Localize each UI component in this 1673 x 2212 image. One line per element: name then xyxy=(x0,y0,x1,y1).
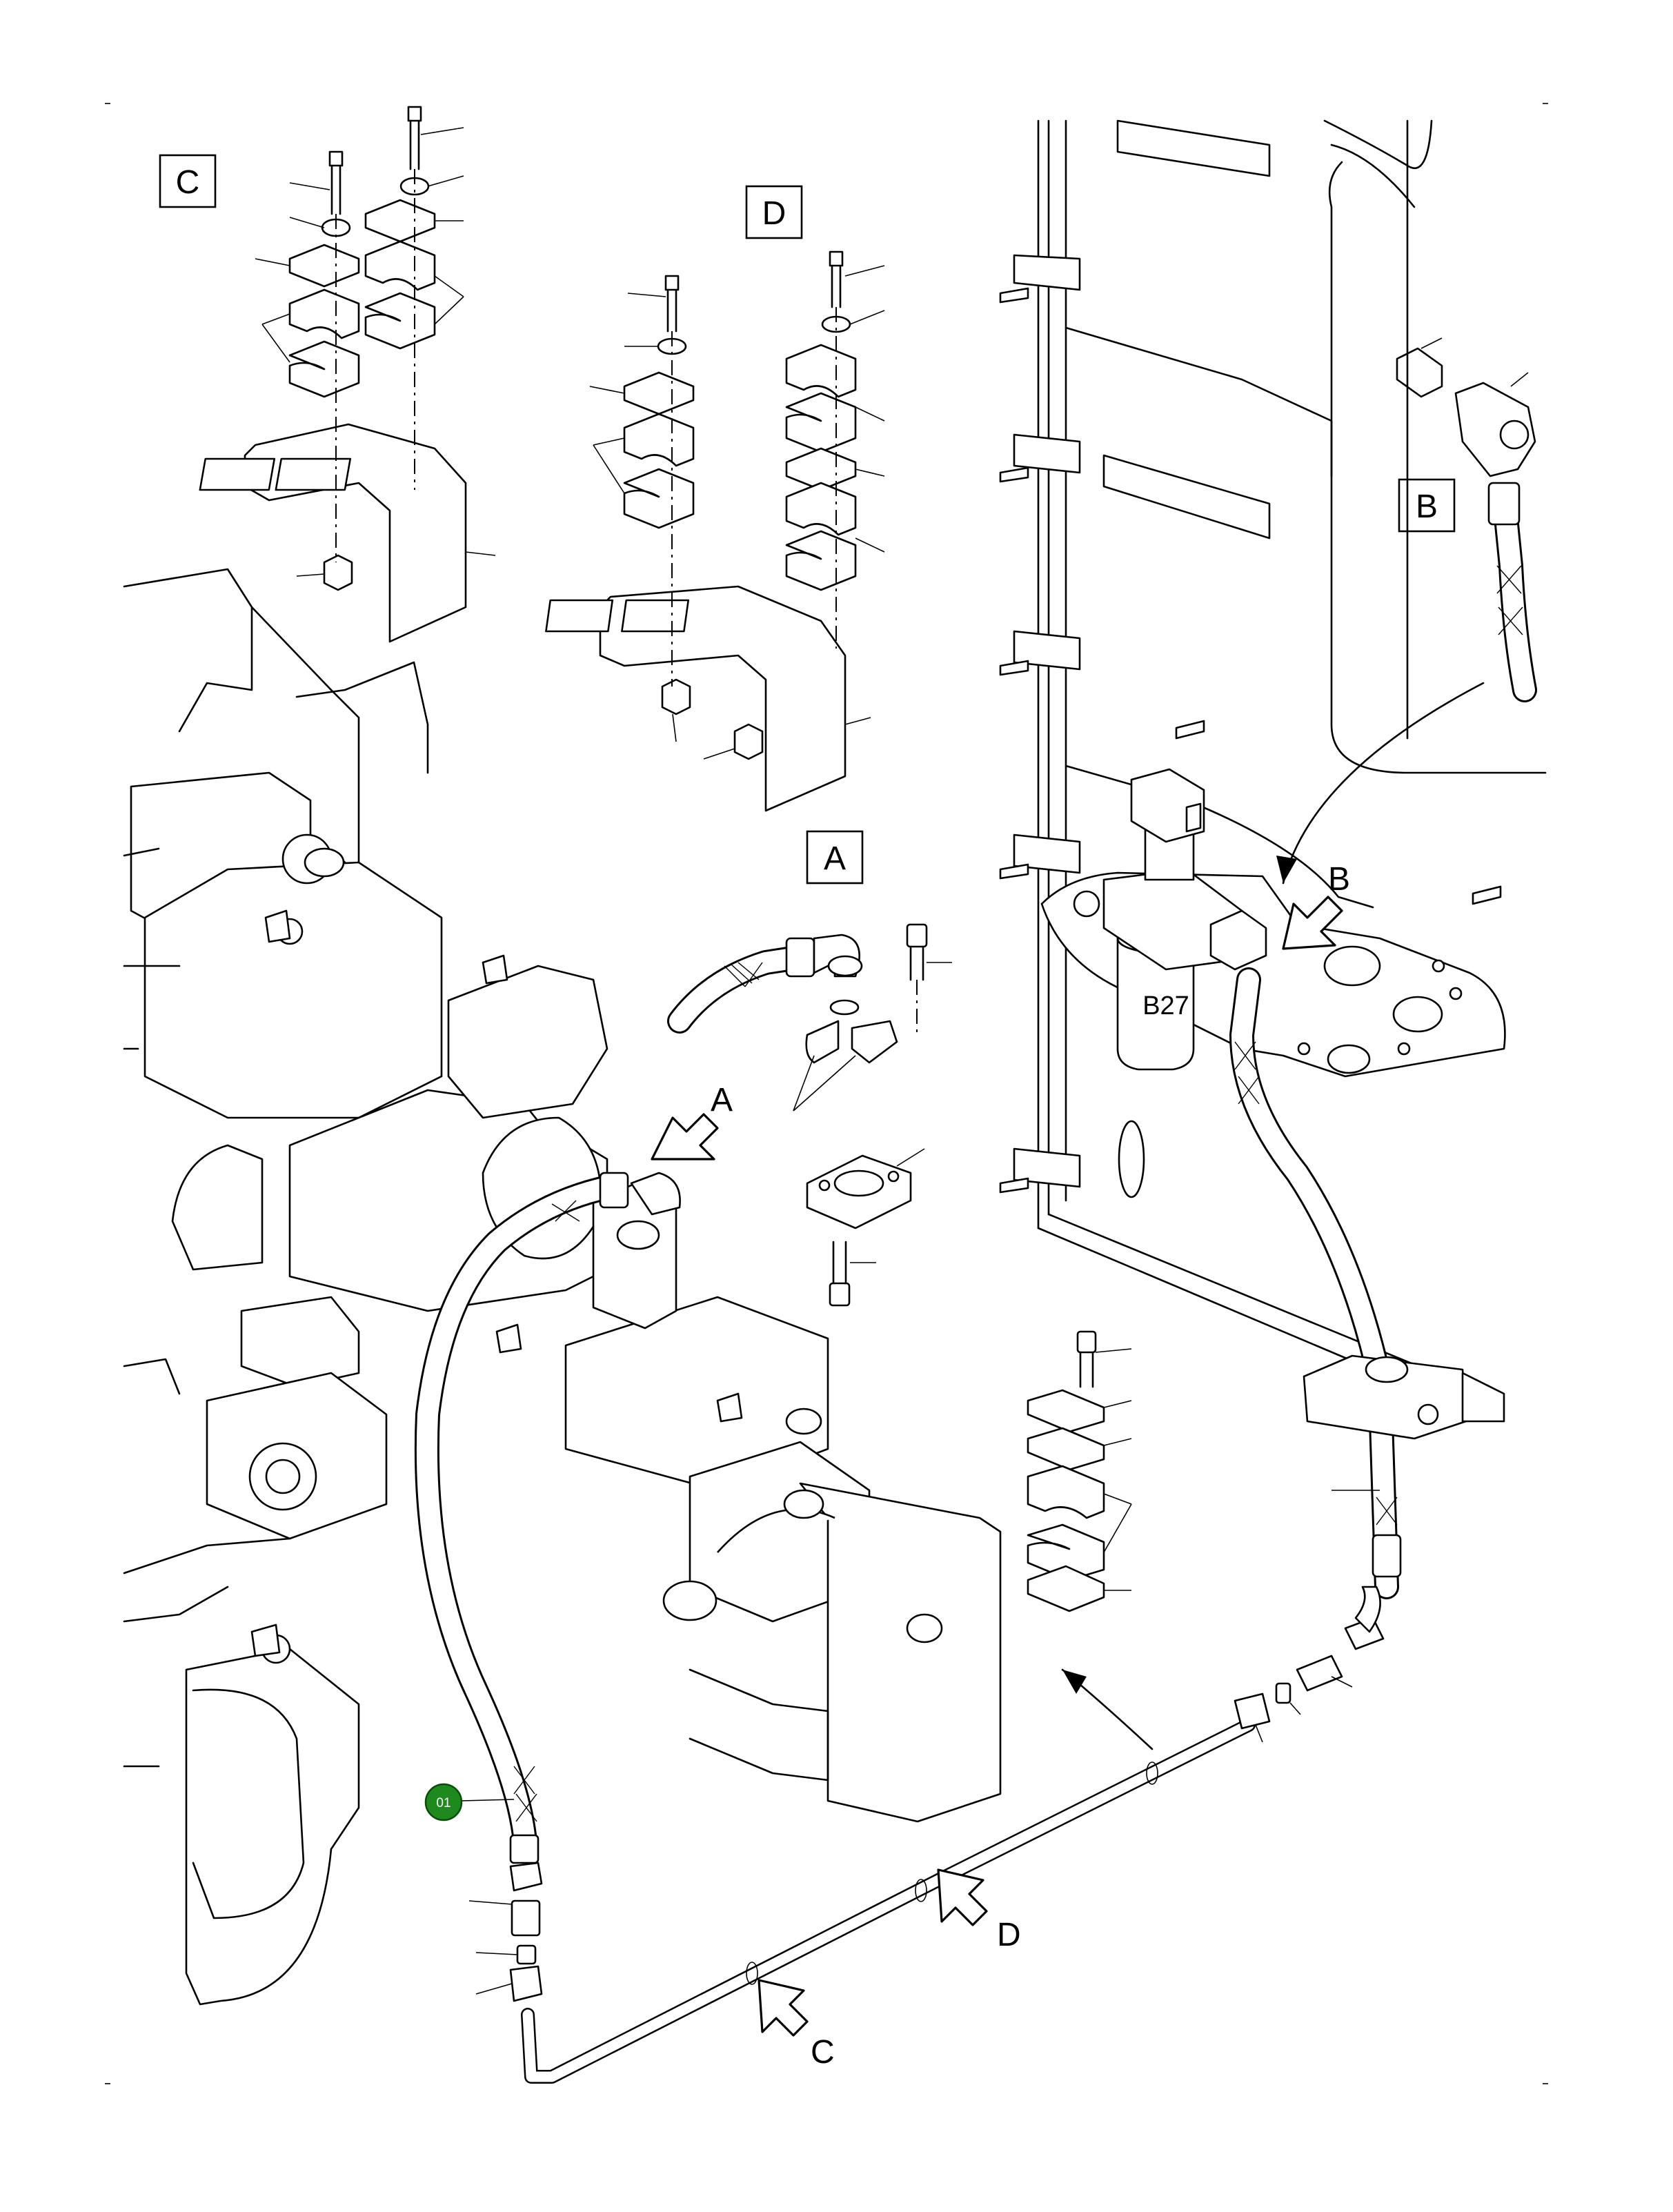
stud xyxy=(999,287,1502,1194)
detail-c-clamp-assembly xyxy=(199,106,496,643)
detail-a-label: A xyxy=(824,840,846,877)
position-bubble-01-label[interactable]: 01 xyxy=(436,1796,451,1810)
view-arrow-b xyxy=(1282,896,1343,950)
pressure-hose-01 xyxy=(414,1172,629,1864)
view-arrow-b-label: B xyxy=(1328,861,1350,898)
view-arrow-a xyxy=(651,1113,719,1161)
frame-hose-clamp xyxy=(1303,1354,1505,1440)
corner-marks xyxy=(105,103,1548,2084)
return-hose-b27 xyxy=(1229,967,1402,1633)
pump-flange-connection xyxy=(592,1172,681,1330)
detail-d-label-box xyxy=(745,185,803,239)
vehicle-frame xyxy=(999,119,1547,1374)
position-bubble-01[interactable] xyxy=(424,1783,463,1821)
detail-b-label: B xyxy=(1416,488,1438,525)
view-arrow-d xyxy=(937,1868,988,1926)
pipe-end-fittings xyxy=(1234,1617,1385,1743)
detail-a-label-box xyxy=(806,830,864,885)
position-bubble-leader xyxy=(461,1799,515,1801)
view-direction-leaders xyxy=(1061,682,1485,1750)
detail-c-label: C xyxy=(176,164,200,201)
detail-d-clamp-assembly xyxy=(545,250,885,812)
detail-b-label-box xyxy=(1398,478,1456,533)
steel-pipe xyxy=(521,1718,1256,2084)
hydraulic-pump-assembly xyxy=(123,568,1002,2006)
view-arrow-c-label: C xyxy=(811,2034,835,2071)
view-arrow-a-label: A xyxy=(711,1082,733,1118)
bolt xyxy=(328,106,422,215)
detail-c-label-box xyxy=(159,154,217,208)
lower-hose-fittings xyxy=(468,1862,543,2002)
detail-d-label: D xyxy=(762,195,786,232)
clamp-stack-detail xyxy=(1027,1330,1132,1612)
filter-b27-label: B27 xyxy=(1142,991,1189,1020)
view-arrow-c xyxy=(758,1979,809,2037)
view-arrow-d-label: D xyxy=(997,1917,1021,1953)
filter-b27 xyxy=(1102,768,1267,1071)
detail-a-flange-connection xyxy=(667,923,952,1307)
